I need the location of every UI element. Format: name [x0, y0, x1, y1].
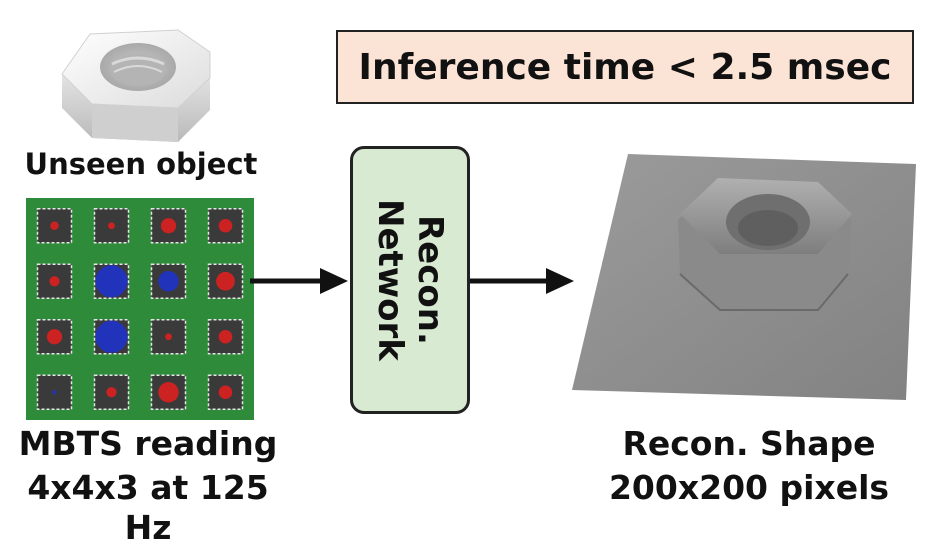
taxel-force-dot — [160, 218, 177, 234]
recon-shape-title: Recon. Shape — [622, 424, 876, 463]
taxel-force-dot — [95, 265, 128, 298]
input-arrow-head — [320, 268, 348, 294]
reconstructed-shape-surface — [572, 154, 916, 400]
inference-time-text: Inference time < 2.5 msec — [358, 46, 892, 88]
taxel-force-dot — [158, 271, 179, 292]
taxel-force-dot — [218, 329, 233, 344]
recon-network-line1: Recon. — [410, 215, 450, 345]
sensor-reading-title: MBTS reading — [18, 424, 278, 463]
taxel-force-dot — [218, 218, 233, 233]
hex-nut-image — [61, 29, 211, 142]
inference-time-box: Inference time < 2.5 msec — [336, 30, 914, 104]
taxel-force-dot — [49, 276, 60, 287]
recon-network-line2: Network — [370, 199, 410, 361]
taxel-force-dot — [158, 382, 179, 403]
unseen-object-label: Unseen object — [24, 147, 258, 181]
recon-shape-spec: 200x200 pixels — [608, 468, 890, 507]
taxel-force-dot — [218, 385, 233, 400]
taxel-force-dot — [50, 221, 59, 230]
taxel-force-dot — [52, 390, 57, 395]
taxel-force-dot — [46, 329, 63, 345]
sensor-array-board — [26, 198, 254, 420]
taxel-force-dot — [216, 271, 235, 291]
recon-network-block: Recon. Network — [350, 146, 470, 414]
taxel-force-dot — [95, 320, 128, 353]
taxel-force-dot — [108, 222, 115, 230]
taxel-force-dot — [106, 387, 117, 398]
taxel-chip — [150, 374, 187, 410]
recon-network-label: Recon. Network — [370, 199, 450, 361]
taxel-force-dot — [165, 333, 172, 341]
sensor-reading-spec: 4x4x3 at 125 Hz — [27, 468, 269, 547]
